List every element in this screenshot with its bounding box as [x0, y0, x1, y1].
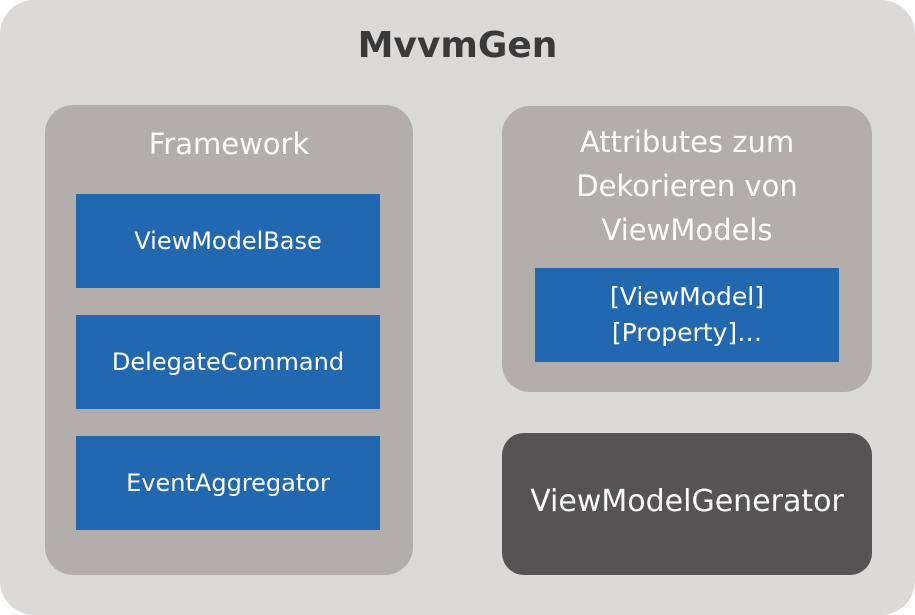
viewmodelgenerator-panel: ViewModelGenerator [502, 433, 872, 575]
property-attribute-label: [Property]… [611, 318, 763, 347]
diagram-title: MvvmGen [357, 25, 558, 66]
framework-panel: Framework ViewModelBase DelegateCommand … [45, 105, 413, 575]
eventaggregator-box: EventAggregator [76, 436, 380, 530]
attributes-heading: Attributes zum Dekorieren von ViewModels [576, 125, 798, 247]
framework-heading: Framework [148, 127, 310, 161]
delegatecommand-box: DelegateCommand [76, 315, 380, 409]
viewmodelbase-box: ViewModelBase [76, 194, 380, 288]
viewmodel-attribute-label: [ViewModel] [610, 282, 764, 311]
viewmodelgenerator-label: ViewModelGenerator [530, 484, 844, 519]
attributes-box: [ViewModel] [Property]… [535, 268, 839, 362]
attributes-panel: Attributes zum Dekorieren von ViewModels… [502, 106, 872, 392]
